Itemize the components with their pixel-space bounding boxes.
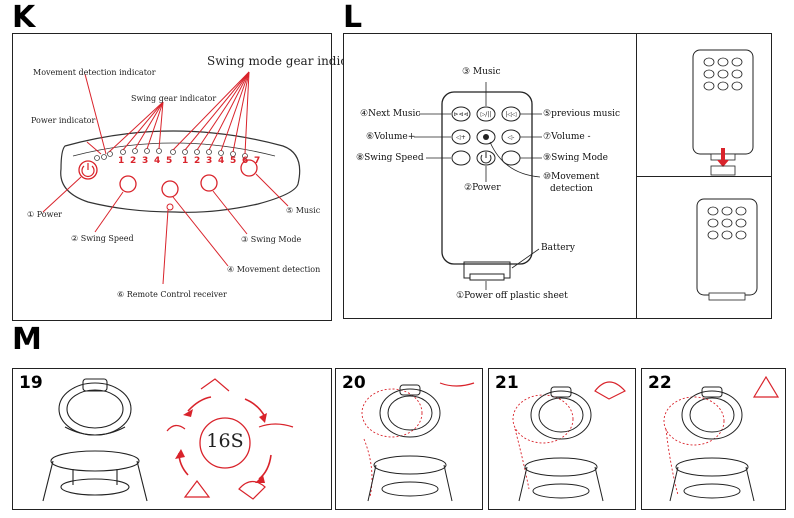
step-number: 19 — [19, 373, 43, 393]
remote-body — [441, 91, 533, 265]
label-battery: Battery — [541, 243, 575, 253]
swing-speed-remote-button-icon — [451, 150, 471, 166]
callout-movement-detection: ④ Movement detection — [227, 265, 321, 274]
svg-text:|◁◁: |◁◁ — [505, 111, 517, 118]
label-swing-speed: ⑧Swing Speed — [356, 153, 424, 163]
volume-plus-button-icon — [451, 129, 471, 145]
swing-mode-v-shape — [200, 378, 230, 392]
movement-detection-indicator-label: Movement detection indicator — [33, 68, 156, 77]
step-19-drawing — [42, 378, 294, 502]
next-music-button-icon — [451, 106, 471, 122]
gear-number: 7 — [254, 156, 261, 166]
power-indicator-label: Power indicator — [31, 116, 96, 125]
callout-power: ① Power — [27, 210, 62, 219]
rotation-arrow-icon — [259, 413, 267, 423]
gear-number: 1 — [118, 156, 125, 166]
panel-k-control-panel-diagram: Swing mode gear indicator Movement detec… — [12, 33, 372, 321]
label-next-music: ④Next Music — [360, 109, 421, 119]
svg-text:▷/||: ▷/|| — [481, 111, 492, 118]
swing-speed-button-icon — [119, 175, 137, 193]
swing-mode-fan-shape — [594, 381, 626, 400]
step-number: 21 — [495, 373, 519, 393]
step-21-panel: 21 — [488, 368, 636, 510]
label-music: ③ Music — [462, 67, 501, 77]
play-pause-button-icon — [476, 106, 496, 122]
step-number: 22 — [648, 373, 672, 393]
callout-music: ⑤ Music — [286, 206, 321, 215]
swing-mode-fan-shape — [238, 480, 266, 500]
swing-mode-button-icon — [200, 174, 218, 192]
remote-without-sheet-drawing — [696, 198, 758, 301]
label-swing-mode: ⑨Swing Mode — [543, 153, 608, 163]
label-movement-detection-2: detection — [550, 184, 593, 194]
swing-mode-wave-shape — [166, 424, 186, 432]
swing-mode-arc-shape — [439, 382, 475, 387]
svg-text:◁-: ◁- — [508, 134, 515, 141]
swing-mode-arc-shape — [258, 423, 294, 428]
gear-number: 4 — [154, 156, 161, 166]
step-20-drawing — [361, 382, 475, 502]
gear-number: 2 — [130, 156, 137, 166]
label-movement-detection-1: ⑩Movement — [543, 172, 600, 182]
remote-drawing: ⊳⊲⊲ ▷/|| |◁◁ ◁+ ◁- — [414, 82, 542, 290]
callout-swing-mode: ③ Swing Mode — [241, 235, 302, 244]
rotation-arrow-icon — [255, 475, 265, 483]
section-m-label: M — [12, 322, 42, 357]
label-volume-minus: ⑦Volume - — [543, 132, 591, 142]
movement-detection-remote-button-icon — [476, 129, 496, 145]
step-21-drawing — [512, 381, 626, 502]
gear-number: 3 — [206, 156, 213, 166]
label-previous-music: ⑤previous music — [543, 109, 620, 119]
label-volume-plus: ⑥Volume+ — [366, 132, 416, 142]
gear-number: 6 — [242, 156, 249, 166]
gear-number: 2 — [194, 156, 201, 166]
label-power: ②Power — [464, 183, 501, 193]
gear-number: 3 — [142, 156, 149, 166]
remote-with-sheet-drawing — [692, 49, 754, 176]
section-k-label: K — [12, 0, 36, 35]
swing-gear-indicator-label: Swing gear indicator — [131, 94, 217, 103]
label-power-off-sheet: ①Power off plastic sheet — [456, 291, 568, 301]
swing-mode-triangle-shape — [183, 480, 211, 498]
control-panel-outline — [60, 130, 301, 213]
step-22-panel: 22 — [641, 368, 786, 510]
callout-remote-receiver: ⑥ Remote Control receiver — [117, 290, 227, 299]
step-number: 20 — [342, 373, 366, 393]
step-22-drawing — [663, 375, 780, 502]
music-button-icon — [240, 159, 258, 177]
rotation-arrow-icon — [183, 409, 193, 417]
power-button-icon — [78, 160, 98, 180]
remote-receiver-icon — [166, 203, 174, 211]
mini-remote-body — [696, 198, 758, 296]
section-l-label: L — [343, 0, 363, 35]
mini-remote-body — [692, 49, 754, 155]
timer-value: 16S — [206, 430, 244, 452]
svg-text:⊳⊲⊲: ⊳⊲⊲ — [453, 111, 468, 118]
gear-number: 1 — [182, 156, 189, 166]
step-19-panel: 19 — [12, 368, 332, 510]
swing-mode-gear-indicator-label: Swing mode gear indicator — [207, 54, 372, 68]
movement-detection-button-icon — [161, 180, 179, 198]
rotation-arrow-icon — [175, 449, 185, 459]
control-panel-drawing — [42, 71, 301, 285]
panel-l-sheet-removal-bottom — [636, 176, 772, 319]
swing-mode-triangle-shape — [752, 375, 780, 398]
step-20-panel: 20 — [335, 368, 483, 510]
gear-number: 4 — [218, 156, 225, 166]
power-remote-button-icon — [476, 150, 496, 166]
gear-number: 5 — [166, 156, 173, 166]
panel-l-sheet-removal-top — [636, 33, 772, 177]
panel-l-remote-diagram: ⊳⊲⊲ ▷/|| |◁◁ ◁+ ◁- ③ Music ④Next Music ⑤pre… — [343, 33, 637, 319]
gear-number: 5 — [230, 156, 237, 166]
pull-down-arrow-icon — [717, 148, 729, 167]
timer-circle — [199, 417, 251, 469]
callout-swing-speed: ② Swing Speed — [71, 234, 134, 243]
svg-text:◁+: ◁+ — [456, 134, 466, 141]
